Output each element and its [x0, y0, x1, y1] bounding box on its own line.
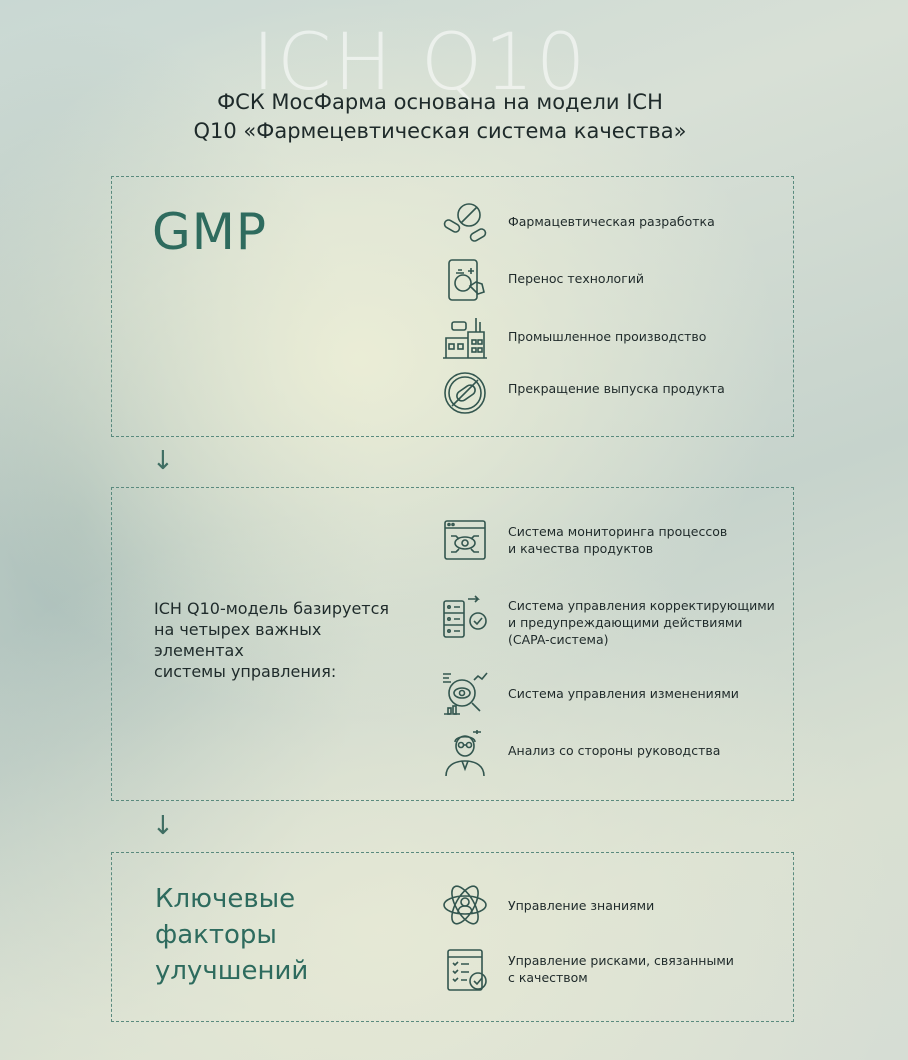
- manager-icon: [440, 728, 490, 778]
- down-arrow-icon: ↓: [152, 811, 174, 841]
- key-factors-heading-line: факторы: [155, 920, 277, 950]
- down-arrow-icon: ↓: [152, 446, 174, 476]
- monitor-eye-icon: [440, 516, 490, 566]
- model-section: [111, 487, 794, 801]
- model-description: ICH Q10-модель базируется на четырех важ…: [154, 598, 414, 682]
- gmp-item-label: Прекращение выпуска продукта: [508, 381, 725, 396]
- title-line-1: ФСК МосФарма основана на модели ICH: [217, 90, 663, 114]
- model-description-line: системы управления:: [154, 662, 337, 681]
- pills-icon: [440, 197, 490, 247]
- gmp-item-label: Фармацевтическая разработка: [508, 214, 715, 229]
- gmp-item-label: Перенос технологий: [508, 271, 645, 286]
- key-factors-heading: Ключевые факторы улучшений: [155, 881, 385, 989]
- model-item-label-line: и качества продуктов: [508, 541, 654, 556]
- model-item-label-line: (CAPA-система): [508, 632, 609, 647]
- gmp-heading: GMP: [152, 203, 268, 261]
- model-description-line: ICH Q10-модель базируется: [154, 599, 390, 618]
- key-item-label: Управление рисками, связанными с качеств…: [508, 952, 788, 986]
- key-factors-heading-line: улучшений: [155, 956, 309, 986]
- title-line-2: Q10 «Фармецевтическая система качества»: [193, 119, 687, 143]
- model-description-line: на четырех важных элементах: [154, 620, 322, 660]
- watermark-ich-q10: ICH Q10: [252, 18, 588, 108]
- factory-icon: [440, 314, 490, 364]
- model-item-label: Система управления изменениями: [508, 686, 739, 701]
- model-item-label: Система мониторинга процессов и качества…: [508, 523, 788, 557]
- analytics-eye-icon: [440, 668, 490, 718]
- model-item-label-line: Система управления корректирующими: [508, 598, 775, 613]
- key-item-label-line: Управление рисками, связанными: [508, 953, 734, 968]
- server-eye-icon: [440, 593, 490, 643]
- key-item-label: Управление знаниями: [508, 898, 655, 913]
- model-item-label-line: Система мониторинга процессов: [508, 524, 728, 539]
- model-item-label: Анализ со стороны руководства: [508, 743, 721, 758]
- key-factors-heading-line: Ключевые: [155, 884, 296, 914]
- key-item-label-line: с качеством: [508, 970, 588, 985]
- gmp-section: [111, 176, 794, 437]
- gmp-item-label: Промышленное производство: [508, 329, 707, 344]
- checklist-icon: [440, 945, 490, 995]
- model-item-label: Система управления корректирующими и пре…: [508, 597, 788, 648]
- tablet-touch-icon: [440, 256, 490, 306]
- knowledge-atom-icon: [440, 880, 490, 930]
- page-title: ФСК МосФарма основана на модели ICH Q10 …: [160, 88, 720, 146]
- no-pills-icon: [440, 368, 490, 418]
- model-item-label-line: и предупреждающими действиями: [508, 615, 743, 630]
- key-factors-section: [111, 852, 794, 1022]
